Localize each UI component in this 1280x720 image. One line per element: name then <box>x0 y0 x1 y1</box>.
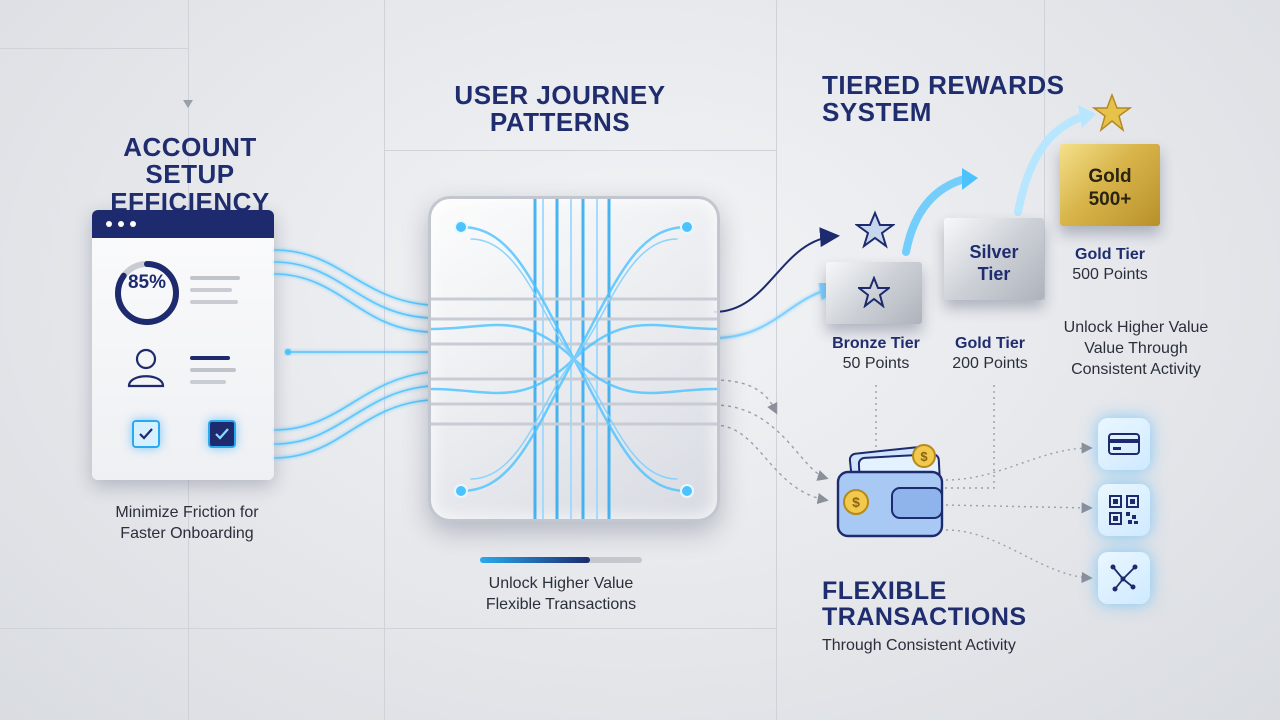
silver-block-label: Silver Tier <box>944 242 1044 285</box>
network-icon[interactable] <box>1098 552 1150 604</box>
credit-card-icon <box>1108 433 1140 455</box>
window-title-bar <box>92 210 274 238</box>
journey-caption: Unlock Higher Value Flexible Transaction… <box>450 574 672 616</box>
gold-tier-block: Gold 500+ <box>1060 144 1160 226</box>
tier-name: Gold Tier <box>1075 246 1145 263</box>
journey-heading: USER JOURNEY PATTERNS <box>430 80 690 138</box>
caption-line: Value Through <box>1084 339 1188 357</box>
window-dot-icon <box>130 221 136 227</box>
wallet-icon: $ $ <box>836 444 944 538</box>
caption-line: Consistent Activity <box>1071 360 1201 378</box>
progress-percentage: 85% <box>127 272 167 293</box>
svg-text:$: $ <box>920 449 928 464</box>
rewards-caption: Unlock Higher Value Value Through Consis… <box>1050 318 1222 380</box>
silver-tier-block: Silver Tier <box>944 218 1044 300</box>
journey-heading-line: USER JOURNEY <box>454 80 666 110</box>
credit-card-icon[interactable] <box>1098 418 1150 470</box>
user-icon <box>127 348 165 388</box>
block-label-line: Silver <box>969 242 1019 262</box>
tier-name: Gold Tier <box>955 335 1025 352</box>
progress-ring <box>115 261 179 325</box>
star-icon <box>1092 92 1132 133</box>
grid-divider <box>0 48 188 49</box>
caption-line: Flexible Transactions <box>485 595 637 613</box>
caption-line: Unlock Higher Value <box>488 575 634 592</box>
check-icon <box>215 428 229 440</box>
rewards-heading-line: TIERED REWARDS <box>822 70 1065 100</box>
tier-points: 50 Points <box>842 355 910 372</box>
grid-divider <box>384 0 385 720</box>
block-label-line: Tier <box>977 263 1011 284</box>
caption-line: Unlock Higher Value <box>1063 319 1209 336</box>
grid-divider <box>0 628 384 629</box>
svg-text:$: $ <box>852 494 860 510</box>
rewards-heading-line: SYSTEM <box>822 97 932 128</box>
qr-code-icon <box>1109 495 1139 525</box>
rewards-heading: TIERED REWARDS SYSTEM <box>822 70 1065 128</box>
grid-divider <box>776 0 777 720</box>
window-dot-icon <box>118 221 124 227</box>
journey-board <box>428 196 720 522</box>
block-label-line: Gold <box>1088 166 1132 187</box>
account-setup-window: 85% <box>92 210 274 480</box>
network-icon <box>1110 564 1138 592</box>
placeholder-line <box>190 380 226 384</box>
star-icon <box>855 210 895 249</box>
transactions-heading-line: FLEXIBLE <box>822 577 947 605</box>
window-dot-icon <box>106 221 112 227</box>
tier-points: 200 Points <box>952 355 1028 372</box>
star-icon <box>858 276 890 308</box>
gold-block-label: Gold 500+ <box>1060 166 1160 212</box>
bronze-tier-block <box>826 262 922 324</box>
journey-heading-line: PATTERNS <box>489 107 631 138</box>
tier-name: Bronze Tier <box>832 335 920 352</box>
journey-progress-fill <box>480 557 591 563</box>
journey-progress-track <box>480 557 642 563</box>
placeholder-line <box>190 276 240 280</box>
grid-divider <box>384 628 776 629</box>
transactions-heading-line: TRANSACTIONS <box>822 603 1027 632</box>
circuit-paths <box>429 197 719 521</box>
caption-line: Faster Onboarding <box>120 524 254 542</box>
checkbox-checked[interactable] <box>132 420 160 448</box>
tier-points: 500 Points <box>1072 266 1148 283</box>
account-caption: Minimize Friction for Faster Onboarding <box>92 503 282 545</box>
grid-divider <box>384 150 776 151</box>
placeholder-line <box>190 356 230 360</box>
account-heading-line: ACCOUNT SETUP <box>123 132 257 190</box>
transactions-caption: Through Consistent Activity <box>822 637 1016 654</box>
down-arrow-icon <box>183 100 193 108</box>
checkbox-checked[interactable] <box>208 420 236 448</box>
placeholder-line <box>190 288 232 292</box>
caption-line: Minimize Friction for <box>115 504 259 521</box>
transactions-heading: FLEXIBLE TRANSACTIONS <box>822 578 1027 631</box>
placeholder-line <box>190 300 238 304</box>
block-label-line: 500+ <box>1088 188 1132 210</box>
placeholder-line <box>190 368 236 372</box>
check-icon <box>139 428 153 440</box>
qr-code-icon[interactable] <box>1098 484 1150 536</box>
